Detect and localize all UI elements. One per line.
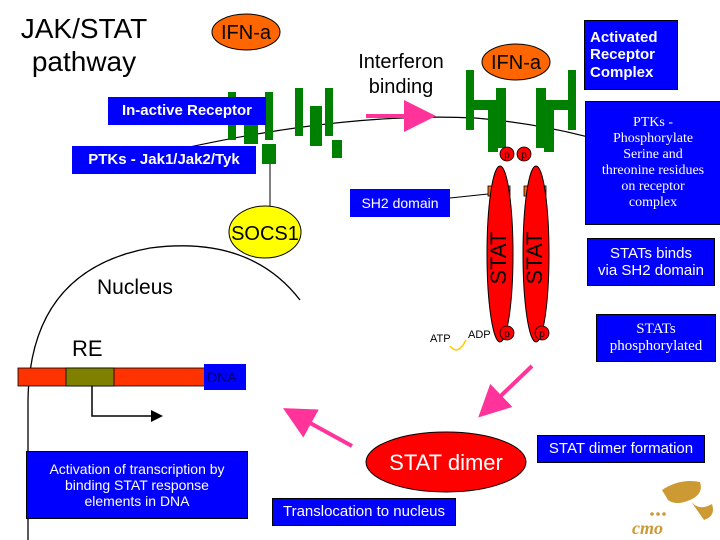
stat-dimer bbox=[365, 431, 527, 493]
activated-complex-line: Complex bbox=[590, 63, 654, 81]
interferon-binding-line-1: Interferon bbox=[358, 51, 444, 73]
stat-dimer-label: STAT dimer bbox=[389, 450, 503, 475]
dimerization-arrow bbox=[478, 364, 534, 418]
response-element bbox=[65, 367, 115, 387]
ptks-phospho-line: on receptor bbox=[621, 179, 685, 195]
dna-label: DNA bbox=[204, 364, 246, 390]
interferon-binding-line-2: binding bbox=[368, 76, 434, 98]
stat-protein-left bbox=[486, 165, 514, 343]
nucleus-label: Nucleus bbox=[97, 276, 173, 299]
activation-transcription-line: binding STAT response bbox=[65, 476, 209, 493]
ptks-box: PTKs - Jak1/Jak2/Tyk bbox=[72, 146, 256, 174]
socs1-label: SOCS1 bbox=[231, 223, 299, 245]
stats-phosphorylated-line: STATs bbox=[636, 320, 676, 337]
title-line-2: pathway bbox=[31, 46, 137, 78]
ifn-free-label: IFN-a bbox=[221, 22, 272, 44]
adp-label: ADP bbox=[468, 329, 491, 341]
translocation-box: Translocation to nucleus bbox=[272, 498, 456, 526]
ptks-phosphorylate-box: PTKs - Phosphorylate Serine and threonin… bbox=[585, 101, 720, 225]
stat-label-right: STAT bbox=[522, 232, 547, 285]
translocation-arrow bbox=[282, 408, 353, 448]
stats-phosphorylated-box: STATs phosphorylated bbox=[596, 314, 716, 362]
logo-text: cmo bbox=[632, 518, 663, 538]
stats-bind-line: via SH2 domain bbox=[598, 262, 704, 279]
atp-label: ATP bbox=[430, 333, 451, 345]
receptor-phosphates: p p bbox=[499, 146, 532, 162]
re-label: RE bbox=[72, 336, 103, 361]
title-line-1: JAK/STAT bbox=[20, 13, 148, 44]
ptks-phospho-line: Serine and bbox=[623, 146, 683, 162]
stat-phosphate-left bbox=[499, 325, 515, 341]
nucleus-envelope bbox=[27, 245, 301, 540]
stat-label-left: STAT bbox=[486, 232, 511, 285]
ifn-free bbox=[211, 13, 281, 51]
activated-complex-box: Activated Receptor Complex bbox=[584, 20, 678, 90]
ifn-bound bbox=[481, 43, 551, 81]
activation-transcription-line: Activation of transcription by bbox=[49, 460, 225, 477]
atp-conversion-arrow bbox=[449, 339, 467, 351]
stat-phosphate-label: p bbox=[504, 329, 510, 340]
stat-phosphate-label: p bbox=[539, 329, 545, 340]
dna-strand bbox=[17, 367, 221, 387]
activated-receptor bbox=[466, 70, 576, 152]
stat-protein-right bbox=[522, 165, 550, 343]
stats-bind-box: STATs binds via SH2 domain bbox=[587, 238, 715, 286]
receptor-phosphate-label: p bbox=[504, 150, 510, 161]
inactive-receptor-box: In-active Receptor bbox=[108, 97, 266, 125]
sh2-pointer bbox=[449, 193, 489, 199]
transcription-start-arrow bbox=[91, 386, 163, 422]
activated-complex-line: Activated bbox=[590, 29, 658, 47]
activation-transcription-box: Activation of transcription by binding S… bbox=[26, 451, 248, 519]
interferon-binding-label: Interferon binding bbox=[346, 50, 456, 100]
activated-complex-line: Receptor bbox=[590, 46, 656, 64]
ptks-phospho-line: complex bbox=[628, 195, 678, 211]
activation-transcription-line: elements in DNA bbox=[84, 493, 190, 510]
diagram-title: JAK/STAT pathway bbox=[14, 12, 154, 78]
ptks-phospho-line: PTKs - bbox=[632, 114, 674, 130]
receptor-phosphate-label: p bbox=[521, 150, 527, 161]
stat-phosphate-right bbox=[534, 325, 550, 341]
ptks-phospho-line: threonine residues bbox=[601, 163, 705, 178]
socs1-protein bbox=[228, 205, 302, 259]
sh2-domain-box: SH2 domain bbox=[350, 189, 450, 217]
stat-dimer-formation-box: STAT dimer formation bbox=[537, 435, 705, 463]
stats-phosphorylated-line: phosphorylated bbox=[609, 338, 703, 354]
cmio-logo: cmo bbox=[632, 481, 713, 538]
ptks-phospho-line: Phosphorylate bbox=[612, 130, 694, 146]
ifn-bound-label: IFN-a bbox=[491, 52, 542, 74]
stats-bind-line: STATs binds bbox=[610, 244, 692, 262]
